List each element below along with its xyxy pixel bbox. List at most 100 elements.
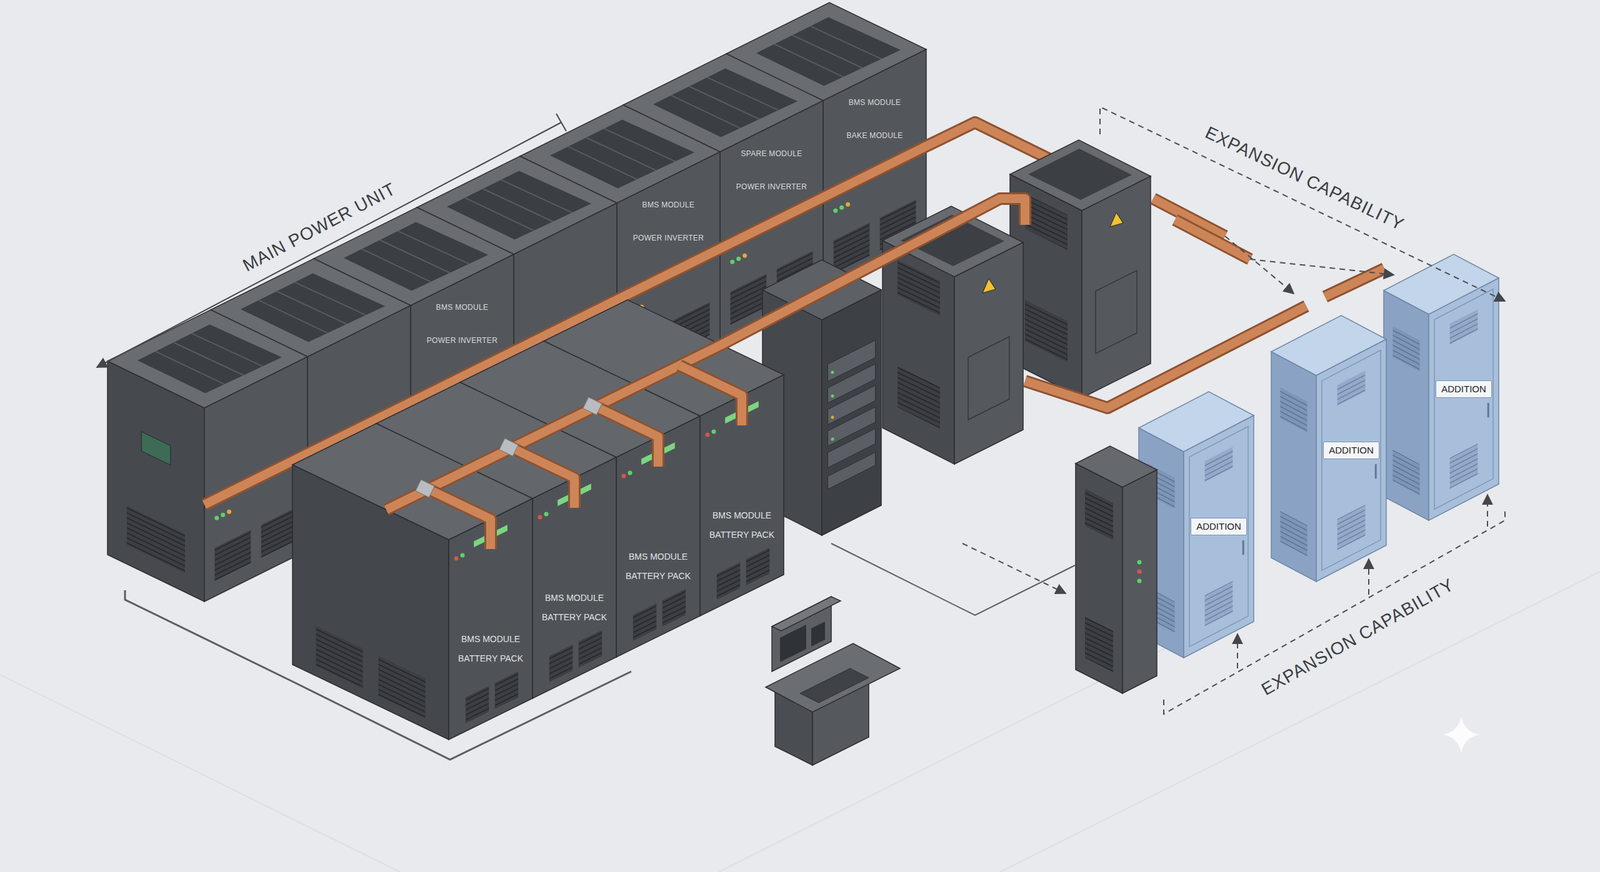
floor-cables-path [831,543,1075,616]
cabinet-label: POWER INVERTER [426,336,498,346]
battery-pack-label: BMS MODULE [545,593,604,604]
battery-pack-label: BMS MODULE [628,551,688,563]
floor-grid [0,571,1600,872]
upper-cabinet-polygon [1025,193,1068,250]
battery-packs-use [292,423,533,740]
small-cabinet-polygon [1075,463,1123,694]
battery-pack-label-group: BMS MODULE BATTERY PACK [625,551,691,582]
battery-pack-label: BATTERY PACK [625,571,691,582]
dimension-lines-path [962,543,1066,594]
pack-busbar-path [679,365,742,426]
addition-label-plate: ADDITION [1323,441,1380,460]
dimension-lines-path [1225,236,1294,294]
dimension-lines-path [1163,509,1505,715]
addition-label-plate: ADDITION [1435,380,1492,399]
expansion-busbars-path [1325,268,1385,297]
sparkle-mark [1442,716,1480,754]
server-rack-polygon [821,290,882,536]
middle-cabinet-polygon [897,260,940,317]
small-cabinet [1075,446,1157,694]
small-cabinet-polygon [1085,616,1114,673]
cabinet-label-group: BMS MODULE POWER INVERTER [426,303,498,346]
server-rack-circle [831,416,835,420]
battery-packs [292,300,784,740]
cabinet-label: POWER INVERTER [736,182,807,192]
pack-busbar-path [511,448,575,509]
control-console-polygon [811,621,825,647]
pack-busbar-rect [499,438,519,457]
battery-pack-label: BMS MODULE [461,634,520,645]
small-cabinet-polygon [1075,446,1157,488]
cabinet-label: BAKE MODULE [846,131,904,141]
battery-pack-label: BATTERY PACK [709,530,775,541]
upper-cabinet [1010,140,1151,399]
pack-busbar-path [595,406,659,467]
dimension-lines-path [1486,495,1489,527]
upper-cabinet-polygon [1095,270,1137,354]
middle-cabinet-polygon [982,278,996,294]
battery-pack-label: BATTERY PACK [458,653,524,665]
battery-pack-label-group: BMS MODULE BATTERY PACK [458,634,524,665]
control-console [765,596,900,766]
control-console-polygon [800,668,869,704]
dimension-label: MAIN POWER UNIT [239,178,399,276]
small-cabinet-circle [1137,579,1142,584]
expansion-busbars-path [1025,306,1307,409]
cabinet-label: BMS MODULE [642,200,695,210]
dimension-lines-path [1100,106,1505,302]
middle-cabinet-polygon [897,366,940,429]
server-rack-circle [831,438,835,442]
pack-busbar-rect [583,397,602,415]
cabinet-label-group: BMS MODULE BAKE MODULE [846,98,904,141]
pack-busbar-path [428,489,491,550]
expansion-busbars-path [1325,268,1385,297]
dimension-lines-path [1368,559,1370,595]
server-rack-g [828,340,876,490]
upper-cabinet-polygon [1028,148,1132,200]
pack-busbar-path [428,489,491,550]
pack-busbar-path [679,365,742,426]
server-rack-g-polygon [828,452,876,490]
addition-label: ADDITION [1328,445,1374,457]
floor-cables-path [125,590,632,760]
dimension-lines-path [1236,634,1239,669]
middle-cabinet-polygon [968,336,1010,420]
expansion-busbars-path [1175,220,1250,260]
cabinet-label-group: BMS MODULE POWER INVERTER [633,200,704,244]
server-rack-circle [831,395,835,399]
server-rack-circle [831,371,835,375]
pack-busbar-path [595,406,659,467]
dimension-lines-path [1250,259,1394,275]
dimension-label: EXPANSION CAPABILITY [1257,575,1457,700]
addition-label: ADDITION [1196,521,1242,533]
cabinet-label-group: SPARE MODULE POWER INVERTER [736,149,807,192]
cabinet-label: BMS MODULE [848,98,902,108]
upper-cabinet-polygon [1081,176,1151,399]
cabinet-label: BMS MODULE [436,303,489,313]
dimension-lines-path [96,122,562,368]
control-console-polygon [780,625,807,663]
cabinet-label: SPARE MODULE [740,149,802,159]
middle-cabinet-polygon [954,242,1024,465]
small-cabinet-circle [1137,570,1142,575]
expansion-busbars-path [1025,306,1307,409]
pack-busbar-rect [415,480,435,498]
addition-label-plate: ADDITION [1190,518,1247,536]
pack-busbar [386,198,1025,550]
upper-cabinet-polygon [1110,212,1124,227]
floor-cables [125,543,1075,760]
dimension-lines-path [556,113,567,132]
upper-cabinet-polygon [1025,300,1068,363]
addition-label: ADDITION [1441,383,1487,395]
middle-cabinet-polygon [882,240,955,465]
cabinet-label: POWER INVERTER [633,233,704,244]
pack-busbar-path [386,198,1025,510]
battery-pack-label-group: BMS MODULEBATTERY PACK [541,593,607,624]
small-cabinet-polygon [1122,470,1157,694]
small-cabinet-circle [1137,560,1142,565]
pack-busbar-path [386,198,1025,510]
expansion-busbars-path [1175,220,1250,260]
main-power-cabinets-use [107,310,308,602]
